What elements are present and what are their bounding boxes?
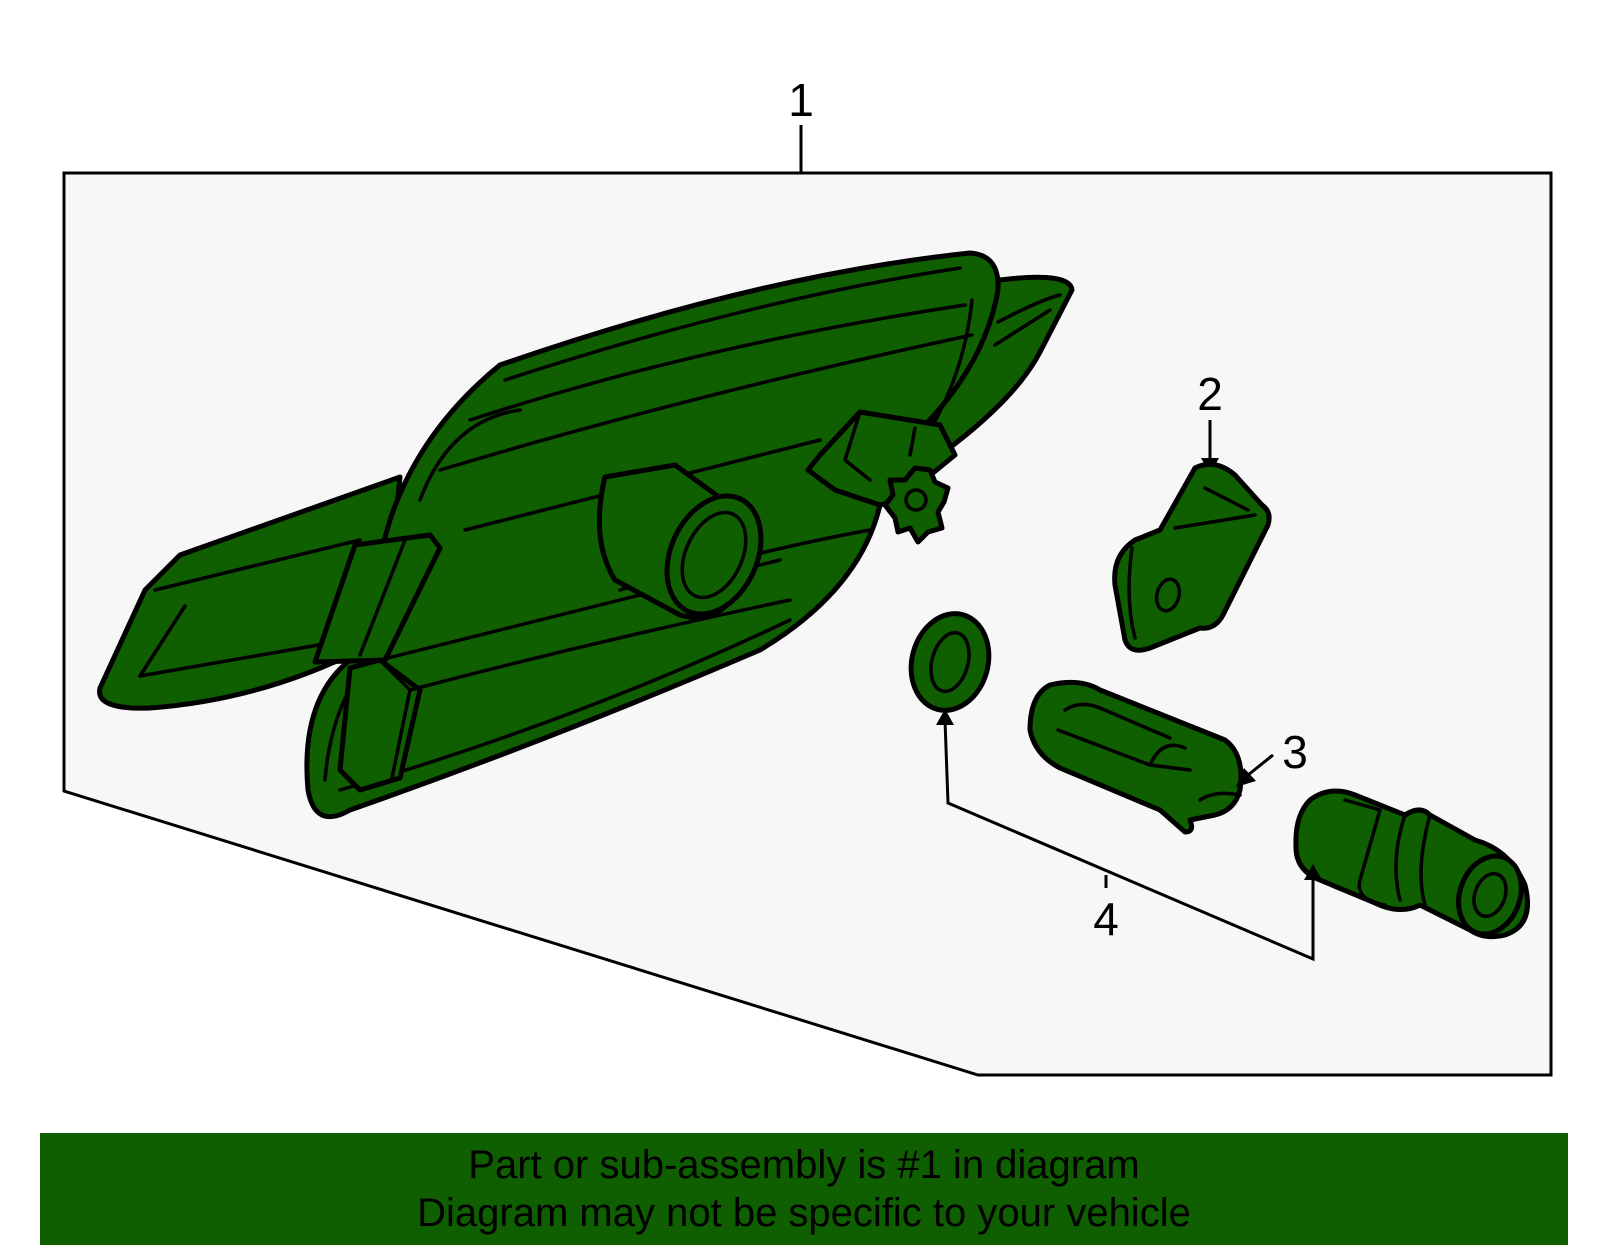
info-banner: Part or sub-assembly is #1 in diagram Di… xyxy=(40,1133,1568,1245)
callout-3-arrowhead xyxy=(1236,768,1256,787)
banner-line-1: Part or sub-assembly is #1 in diagram xyxy=(468,1143,1140,1187)
callout-1: 1 xyxy=(788,74,814,126)
callout-4-bracket xyxy=(943,719,1315,962)
banner-line-2: Diagram may not be specific to your vehi… xyxy=(417,1191,1191,1235)
assembly-panel xyxy=(62,171,1553,1077)
part-2-bracket xyxy=(1112,461,1272,653)
callout-4: 4 xyxy=(1093,893,1119,945)
part-4-gasket xyxy=(908,611,992,713)
callout-4-arrowhead-right xyxy=(1304,864,1322,880)
part-4-socket xyxy=(1293,788,1530,940)
callout-2: 2 xyxy=(1197,368,1223,420)
callout-4-arrowhead-left xyxy=(936,709,954,725)
callout-3: 3 xyxy=(1282,726,1308,778)
callout-3-leader xyxy=(1247,753,1274,777)
part-3-bulb xyxy=(1027,679,1244,835)
lamp-assembly xyxy=(97,250,1075,820)
